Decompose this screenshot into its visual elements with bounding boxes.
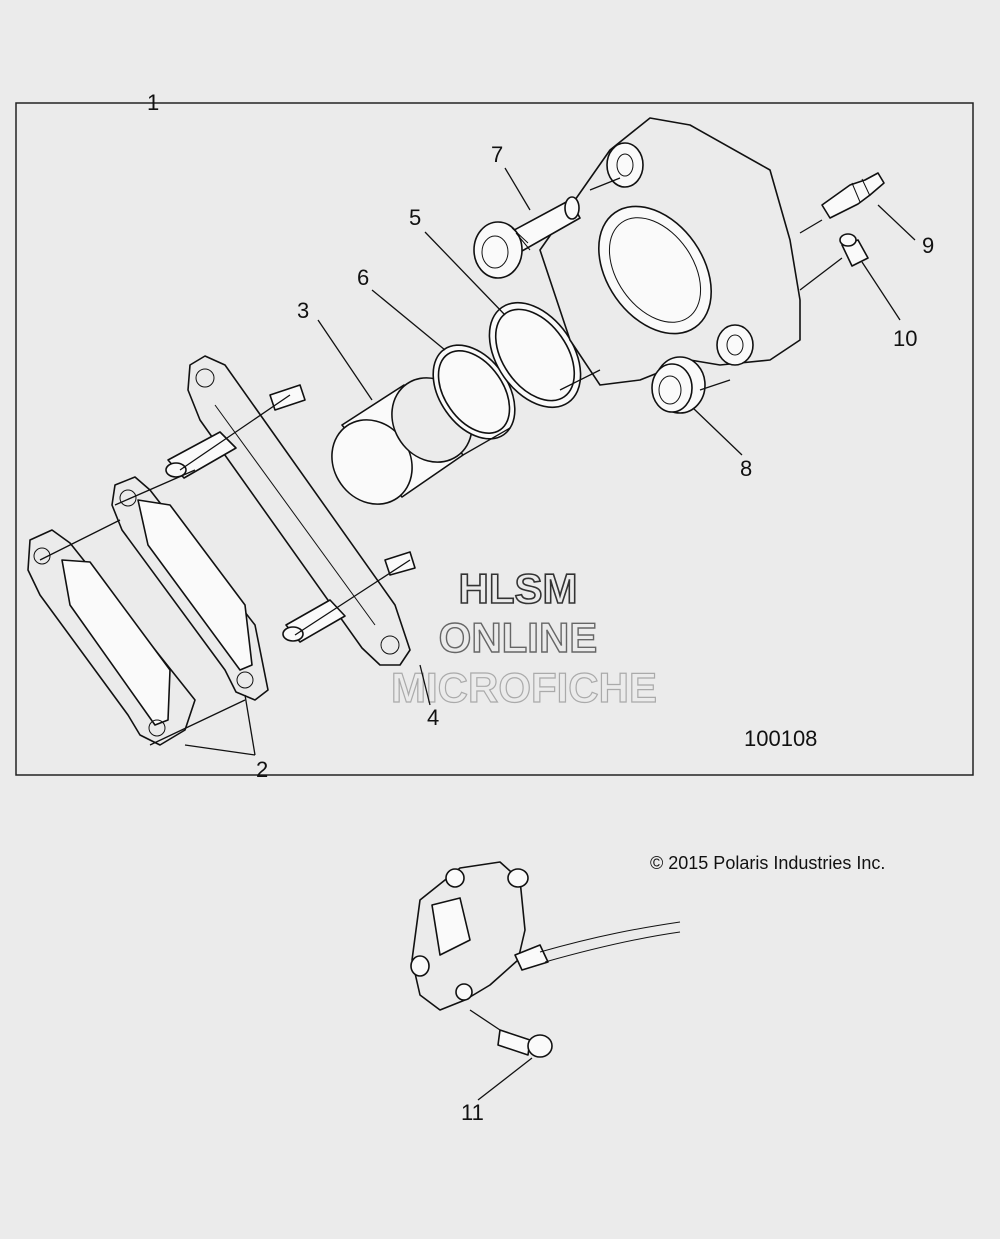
dust-seal xyxy=(432,344,516,440)
assembly-frame xyxy=(15,102,974,776)
callout-10: 10 xyxy=(893,326,917,351)
callout-5: 5 xyxy=(409,205,421,230)
callout-3: 3 xyxy=(297,298,309,323)
caliper-body xyxy=(539,117,801,386)
callout-4: 4 xyxy=(427,705,439,730)
callout-6: 6 xyxy=(357,265,369,290)
brake-pad-inner xyxy=(111,476,269,701)
callout-9: 9 xyxy=(922,233,934,258)
guide-pin-boot-lower xyxy=(651,356,706,414)
brake-pad-outer xyxy=(27,529,196,746)
assembly-lines xyxy=(39,177,843,746)
guide-pin-upper xyxy=(473,196,581,279)
watermark-line2: ONLINE xyxy=(439,614,598,661)
leader-lines xyxy=(184,167,916,1101)
piston-seal xyxy=(488,301,582,409)
callout-2: 2 xyxy=(256,757,268,782)
bleeder-screw xyxy=(821,172,885,219)
bleeder-cap xyxy=(839,233,869,267)
callout-7: 7 xyxy=(491,142,503,167)
watermark: HLSM ONLINE MICROFICHE xyxy=(390,564,657,711)
callout-11: 11 xyxy=(461,1100,484,1125)
complete-caliper-assembly xyxy=(410,861,681,1011)
watermark-line1: HLSM xyxy=(459,565,578,612)
callout-8: 8 xyxy=(740,456,752,481)
watermark-line3: MICROFICHE xyxy=(391,664,657,711)
diagram-id: 100108 xyxy=(744,726,817,751)
copyright-text: © 2015 Polaris Industries Inc. xyxy=(650,853,885,873)
mounting-bolt xyxy=(469,1009,553,1058)
frame-callout-1: 1 xyxy=(147,90,159,115)
